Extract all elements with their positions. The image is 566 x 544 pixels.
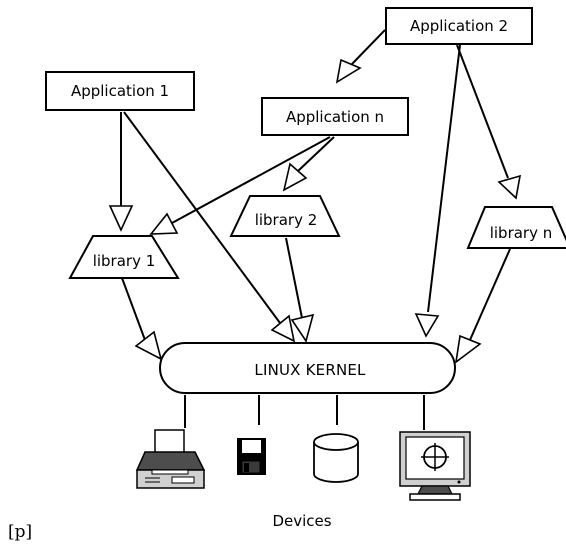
node-application-1: Application 1 xyxy=(45,71,195,111)
printer-icon xyxy=(135,429,206,489)
library-n-label: library n xyxy=(490,224,553,242)
devices-caption: Devices xyxy=(272,512,331,530)
application-2-label: Application 2 xyxy=(410,17,508,35)
edges xyxy=(120,29,511,341)
edge-appn-lib1 xyxy=(171,136,331,224)
edge-app2-kernel xyxy=(427,44,461,313)
node-library-2: library 2 xyxy=(229,195,341,237)
arrowhead-lib1-kernel xyxy=(134,330,163,361)
edge-appn-lib2 xyxy=(297,136,335,172)
edge-app2-libn xyxy=(456,44,509,179)
arrowhead-lib1-top xyxy=(108,205,134,232)
edge-libn-kernel xyxy=(469,248,511,341)
node-linux-kernel: LINUX KERNEL xyxy=(159,342,456,394)
linux-kernel-label: LINUX KERNEL xyxy=(254,361,366,379)
node-library-1: library 1 xyxy=(68,235,180,279)
edge-app1-kernel xyxy=(123,111,281,324)
node-library-n: library n xyxy=(466,206,566,249)
arrowhead-appn xyxy=(335,58,362,84)
footer-tag: [p] xyxy=(8,522,32,542)
library-2-label: library 2 xyxy=(255,211,318,229)
disk-storage-icon xyxy=(313,433,359,483)
arrowhead-libn-kernel xyxy=(454,334,482,364)
node-application-n: Application n xyxy=(261,97,409,136)
arrowhead-app2-kernel xyxy=(414,313,440,338)
arrowhead-lib2-top xyxy=(282,162,308,192)
arrowhead-libn xyxy=(497,174,522,200)
library-1-label: library 1 xyxy=(93,252,156,270)
arrow-heads xyxy=(108,58,522,364)
application-1-label: Application 1 xyxy=(71,82,169,100)
monitor-icon xyxy=(399,431,471,501)
device-connectors xyxy=(184,395,425,430)
arrowhead-appn-lib1 xyxy=(149,212,179,235)
node-application-2: Application 2 xyxy=(385,7,533,45)
floppy-disk-icon xyxy=(237,438,266,475)
edge-app2-appn xyxy=(351,29,386,65)
edge-lib1-kernel xyxy=(121,277,146,341)
arrowhead-lib2-kernel xyxy=(290,313,315,343)
application-n-label: Application n xyxy=(286,108,384,126)
arrowhead-app1-kernel xyxy=(270,314,296,343)
edge-lib2-kernel xyxy=(285,237,303,319)
